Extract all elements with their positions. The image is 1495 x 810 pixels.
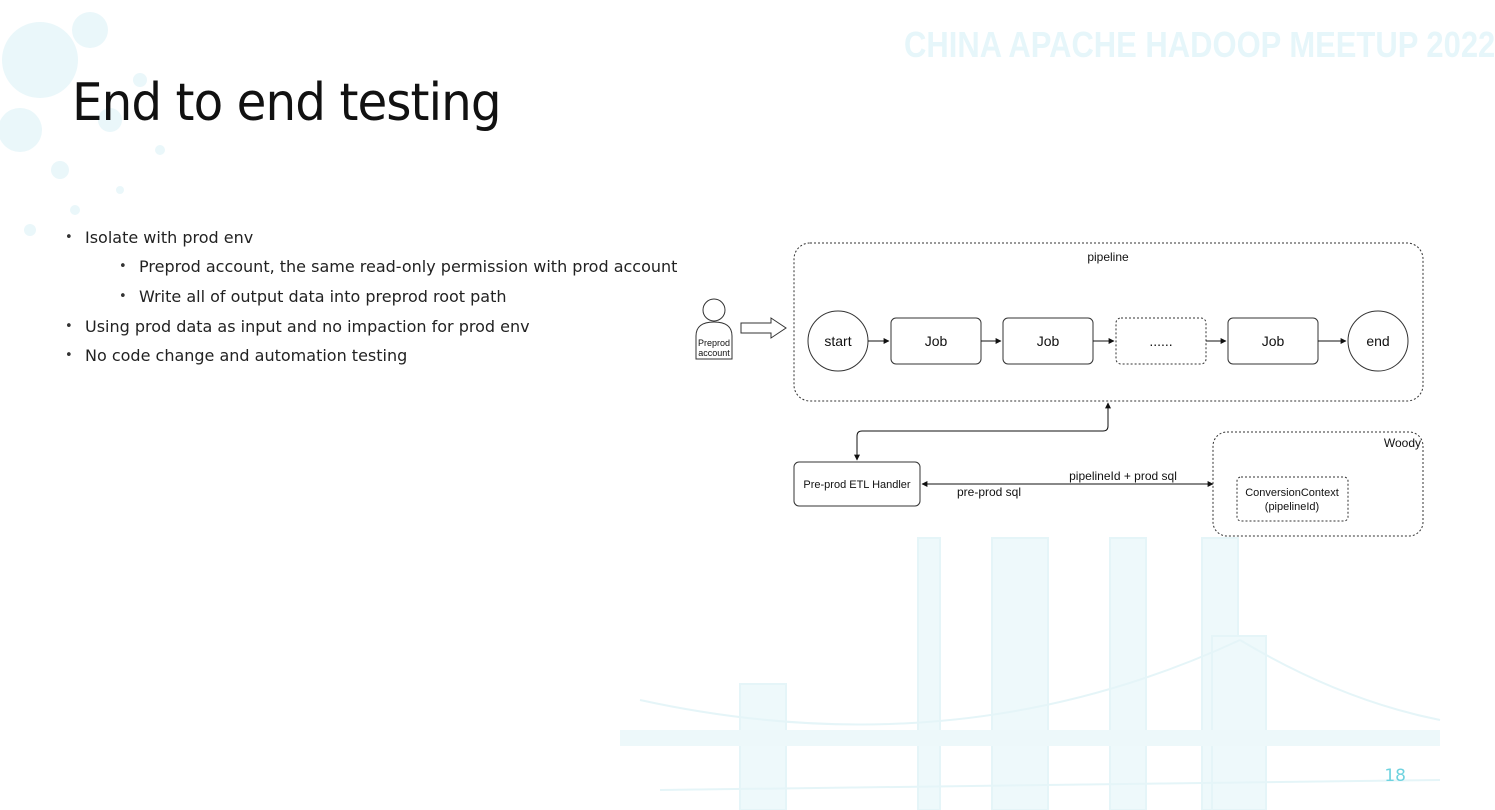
job-node-label: Job [925,333,948,349]
page-number: 18 [1384,766,1406,786]
bullet-dot-icon: • [65,348,73,363]
conversion-context-line1: ConversionContext [1245,487,1339,499]
bullet-item: • Write all of output data into preprod … [119,286,507,308]
ellipsis-node-label: ...... [1149,333,1172,349]
bridge-decoration [620,537,1441,810]
ink-splash-decoration [0,12,165,236]
bullet-dot-icon: • [119,259,127,274]
end-node-label: end [1366,333,1389,349]
person-body-icon [695,321,733,360]
actor-label-line1: Preprod [698,338,730,348]
pipeline-label: pipeline [1087,250,1129,264]
etl-handler-box [793,461,921,507]
actor-label-line2: account [698,348,730,358]
person-head-icon [702,298,726,322]
end-node [1347,310,1409,372]
job-node-label: Job [1262,333,1285,349]
pipeline-container [793,242,1424,402]
slide-title: End to end testing [72,73,502,133]
bullet-item: • Using prod data as input and no impact… [65,316,530,338]
conversion-context-box [1236,476,1349,522]
job-node-label: Job [1037,333,1060,349]
bullet-item: • Preprod account, the same read-only pe… [119,256,678,278]
edge-to-handler-label: pre-prod sql [957,485,1021,499]
woody-label: Woody [1384,436,1421,450]
event-watermark: CHINA APACHE HADOOP MEETUP 2022 [904,24,1495,65]
bullet-text: Isolate with prod env [85,228,254,247]
bullet-dot-icon: • [65,230,73,245]
woody-container [1212,431,1424,537]
conversion-context-line2: (pipelineId) [1265,501,1319,513]
preprod-account-actor: Preprod account [695,298,733,360]
bullet-text: Write all of output data into preprod ro… [139,287,507,306]
bullet-text: No code change and automation testing [85,346,408,365]
bullet-text: Using prod data as input and no impactio… [85,317,530,336]
bullet-dot-icon: • [65,319,73,334]
bullet-text: Preprod account, the same read-only perm… [139,257,678,276]
hollow-arrow-icon [740,317,787,339]
edge-to-woody-label: pipelineId + prod sql [1069,469,1177,483]
bullet-item: • No code change and automation testing [65,345,408,367]
bullet-item: • Isolate with prod env [65,227,254,249]
pipeline-diagram: Preprod account pipeline start Job Job .… [695,242,1424,537]
bullet-dot-icon: • [119,289,127,304]
etl-handler-label: Pre-prod ETL Handler [803,479,911,491]
background-decoration [0,12,1441,810]
start-node-label: start [824,333,851,349]
edge-pipeline-handler [854,402,1111,461]
